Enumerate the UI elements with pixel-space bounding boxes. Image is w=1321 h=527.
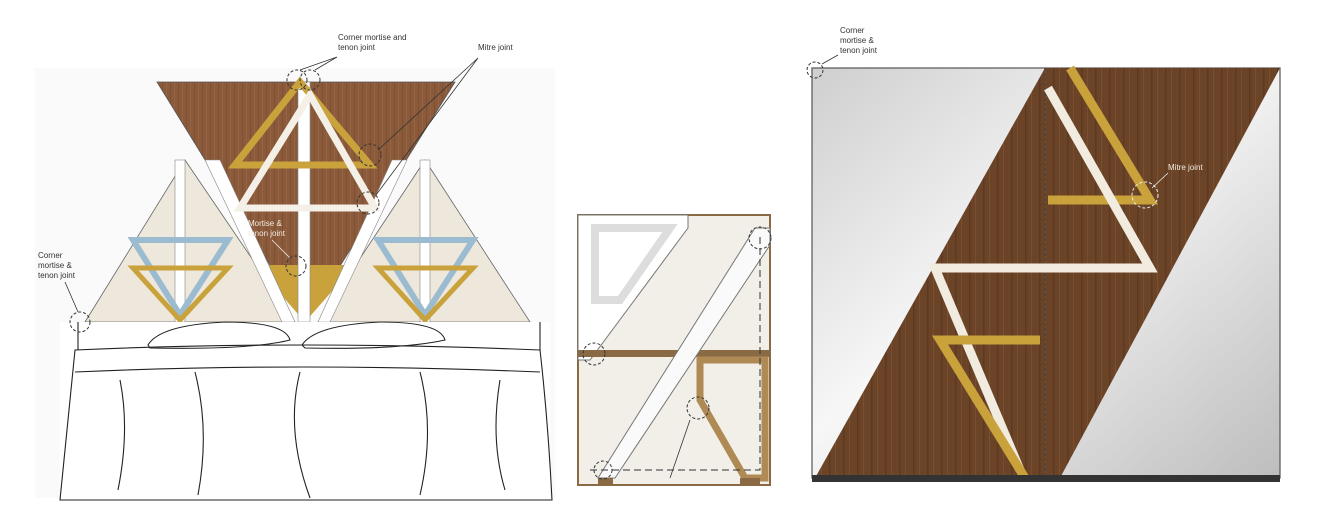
label-mortise-tenon-line2: tenon joint (248, 229, 286, 238)
joint-marker (582, 342, 606, 366)
joint-marker (356, 191, 380, 215)
white-inlay (928, 85, 1158, 472)
brass-inlay-upper (1048, 65, 1158, 205)
label-corner-mortise-left: Corner (38, 251, 63, 260)
joint-marker (593, 460, 613, 480)
diagonal-panel (597, 227, 771, 479)
label-corner-mortise-wardrobe-line2: mortise & (840, 36, 874, 45)
oak-diagonal-panel (815, 68, 1280, 478)
joint-marker (286, 69, 308, 91)
joint-marker (358, 143, 382, 167)
label-corner-mortise-left-line3: tenon joint (38, 271, 76, 280)
label-mortise-tenon: Mortise & (248, 219, 282, 228)
joint-marker (1131, 181, 1159, 209)
shelf-rail (578, 350, 770, 357)
joint-marker (748, 226, 772, 250)
label-corner-mortise-left-line2: mortise & (38, 261, 72, 270)
plinth (812, 475, 1280, 482)
headboard-drawing: Corner mortise and tenon joint Mitre joi… (35, 33, 555, 501)
joint-marker (806, 61, 824, 79)
joint-marker (69, 311, 91, 333)
joint-marker (686, 396, 710, 420)
pillow-left (147, 321, 291, 349)
blue-triangle-inlay-right (372, 237, 479, 321)
leg-left (598, 478, 613, 485)
white-triangle-inlay (233, 88, 382, 212)
label-mitre-joint-wardrobe: Mitre joint (1168, 163, 1203, 172)
label-corner-mortise-wardrobe: Corner (840, 26, 865, 35)
gold-triangle-inlay-left (127, 265, 234, 324)
pillow-right (301, 321, 446, 349)
wardrobe-drawing: Corner mortise & tenon joint Mitre joint (806, 26, 1281, 482)
white-inlay (591, 224, 678, 304)
gold-triangle-inlay-right (372, 265, 479, 324)
leg-right (740, 478, 760, 485)
label-corner-mortise-wardrobe-line3: tenon joint (840, 46, 878, 55)
bed-sketch (59, 321, 553, 501)
gold-triangle-inlay (227, 76, 378, 169)
leader-line (669, 419, 691, 479)
blue-triangle-inlay-left (127, 237, 234, 321)
brass-inlay-lower (931, 335, 1040, 481)
joint-marker (299, 69, 321, 91)
nightstand-drawing (577, 214, 772, 486)
label-corner-mortise-top: Corner mortise and (338, 33, 406, 42)
joint-marker (285, 255, 307, 277)
hidden-line (590, 235, 761, 471)
label-mitre-joint: Mitre joint (478, 43, 513, 52)
label-corner-mortise-top-line2: tenon joint (338, 43, 376, 52)
